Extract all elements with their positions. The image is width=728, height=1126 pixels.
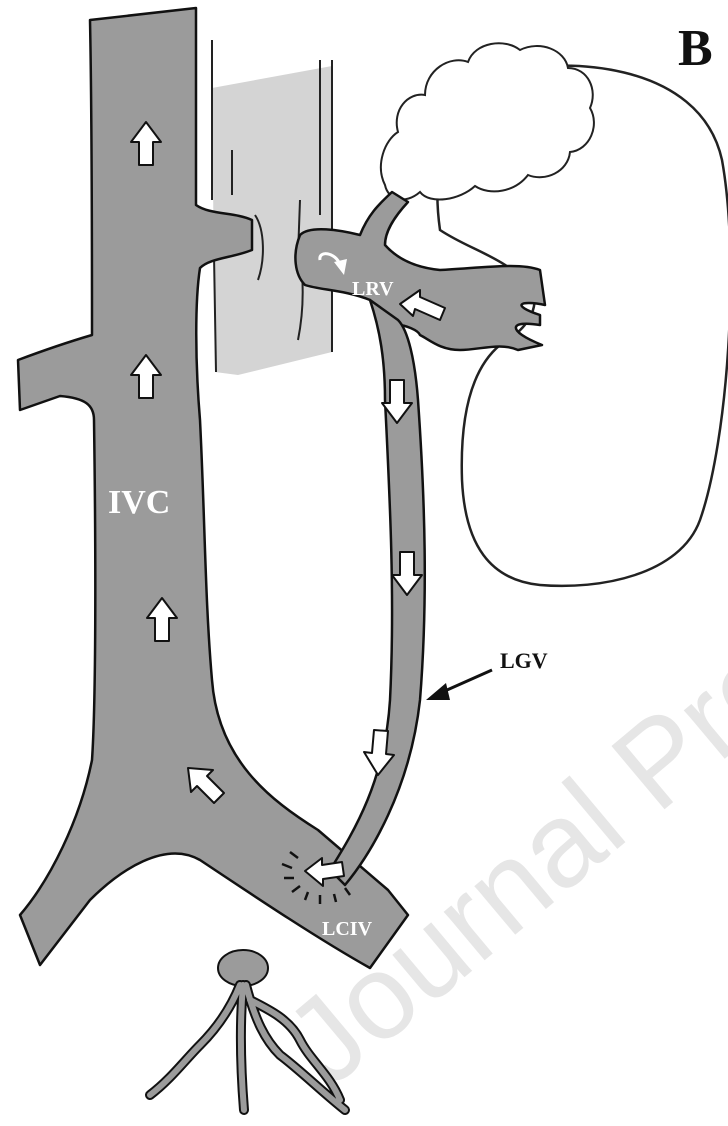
ivc-label: IVC: [108, 484, 170, 521]
lgv-pointer-arrowhead: [426, 683, 450, 700]
left-gonadal-vein: [330, 300, 425, 885]
lgv-label: LGV: [500, 648, 548, 673]
lrv-label: LRV: [352, 278, 394, 300]
lciv-label: LCIV: [322, 918, 373, 940]
panel-letter: B: [678, 20, 713, 77]
